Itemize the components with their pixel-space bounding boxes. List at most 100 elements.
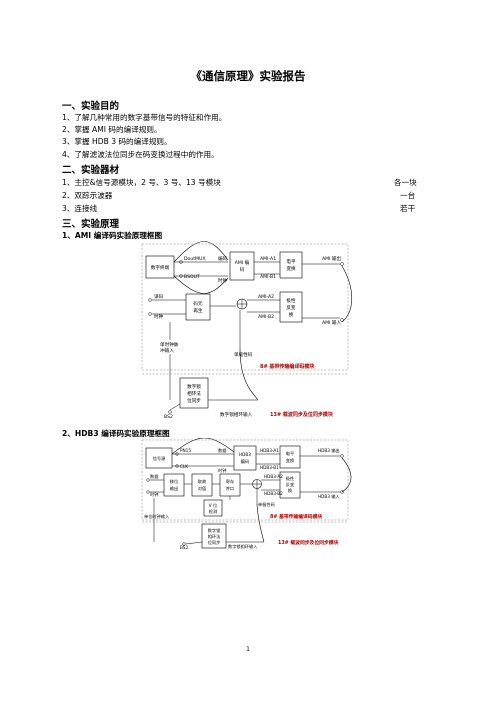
- clock2-label: 时钟: [150, 491, 158, 498]
- encode-label: 编码: [218, 255, 228, 262]
- hdb3-encoder-block: [233, 445, 257, 471]
- purpose-item: 3、掌握 HDB 3 码的编译规则。: [62, 137, 172, 146]
- shift-output-label: 输出: [170, 485, 178, 492]
- register-block: [219, 473, 241, 497]
- dpll-input-label: 数字锁相环输入: [228, 543, 258, 550]
- level-convert-label: 变换: [286, 265, 296, 272]
- dpll-label: 相环法: [187, 390, 201, 397]
- dpll-label: 位同步: [208, 539, 221, 546]
- ami-b2-label: AMI-B2: [258, 314, 274, 320]
- ami-b1-label: AMI-B1: [260, 274, 276, 280]
- register-label: 并口: [226, 485, 234, 492]
- purpose-item: 2、掌握 AMI 码的编译规则。: [62, 125, 162, 134]
- v-detect-label: V 位: [209, 502, 217, 508]
- level-convert-block: [279, 251, 303, 279]
- page-number: 1: [246, 646, 250, 653]
- ami-output-label: AMI 输出: [322, 255, 342, 262]
- polarity-inverse-block: [279, 291, 303, 323]
- level-convert-label: 电平: [286, 258, 296, 265]
- shift-output-block: [163, 473, 185, 497]
- polarity-label: 换: [289, 311, 294, 318]
- level-convert-label: 电平: [286, 450, 294, 457]
- dpll-label: 数字锁: [208, 527, 221, 534]
- ami-block-diagram: 数字终端 DoutMUX BSOUT 编码 时钟 AMI 编 码 AMI-A1 …: [141, 241, 353, 420]
- single-polarity-label: 单极性码: [258, 501, 275, 508]
- ami-a1-label: AMI-A1: [260, 256, 276, 262]
- polarity-label: 反变: [286, 304, 296, 311]
- hdb3-encoder-label: HDB3: [239, 452, 251, 457]
- ami-input-label: AMI 输入: [322, 319, 342, 326]
- figure-caption-ami: 1、AMI 编译码实验原理框图: [62, 231, 163, 240]
- hdb3-block-diagram: 信号源 PN15 CLK 数据 时钟 HDB3 编码 HDB3-A1 HDB3-…: [141, 438, 352, 550]
- module13-label: 13# 载波同步及位同步模块: [278, 539, 339, 546]
- pulse-input-label: 单位时钟输入: [144, 513, 170, 520]
- decode-data-label: 数据: [150, 473, 158, 480]
- clock-label: 时钟: [218, 277, 228, 284]
- ami-encoder-label: 码: [240, 266, 245, 273]
- level-convert-label: 变换: [286, 457, 295, 464]
- dpll-input-label: 数字锁相环输入: [220, 411, 253, 418]
- digital-terminal-label: 数字终端: [151, 264, 170, 271]
- pulse-input-label: 单时钟脉: [160, 341, 179, 348]
- dpll-block: [201, 523, 227, 549]
- digital-terminal-block: [145, 255, 175, 279]
- register-label: 寄存: [226, 478, 234, 485]
- shift-output-label: 移位: [170, 478, 178, 485]
- hdb3-b2-label: HDB3-B2: [264, 491, 283, 496]
- clock-label: 时钟: [218, 467, 226, 474]
- module13-label: 13# 载波同步及位同步模块: [270, 411, 334, 418]
- dpll-label: 相环法: [208, 533, 221, 540]
- fetch-value-label: 对值: [198, 485, 206, 492]
- hdb3-b1-label: HDB3-B1: [260, 465, 279, 470]
- equipment-qty: 一台: [400, 191, 416, 200]
- section-heading-equipment: 二、实验器材: [62, 165, 120, 176]
- module8-label: 8# 基带传输编译码模块: [270, 513, 322, 520]
- hdb3-a1-label: HDB3-A1: [260, 448, 279, 453]
- bs2-label: BS2: [164, 414, 173, 420]
- ami-encoder-label: AMI 编: [235, 259, 250, 266]
- hdb3-output-label: HDB3 输出: [318, 447, 340, 454]
- equipment-qty: 若干: [400, 204, 416, 213]
- equipment-item: 1、主控&信号源模块，2 号、3 号、13 号模块: [62, 178, 221, 187]
- equipment-qty: 各一块: [394, 178, 417, 187]
- dpll-block: [179, 377, 209, 409]
- bsout-label: BSOUT: [184, 274, 200, 280]
- pn15-label: PN15: [180, 448, 191, 453]
- dout-label: DoutMUX: [184, 256, 206, 262]
- code-regen-label: 再生: [193, 307, 203, 314]
- level-convert-block: [279, 445, 301, 469]
- polarity-label: 极性: [286, 475, 294, 482]
- module8-label: 8# 基带传输编译码模块: [260, 363, 315, 370]
- bs2-label: BS2: [180, 545, 188, 550]
- hdb3-input-label: HDB3 输入: [318, 493, 340, 500]
- polarity-label: 换: [288, 487, 293, 494]
- code-regen-block: [185, 293, 211, 321]
- signal-source-label: 信号源: [153, 455, 166, 462]
- section-heading-principle: 三、实验原理: [62, 219, 120, 230]
- purpose-item: 1、了解几种常用的数字基带信号的特征和作用。: [62, 113, 227, 122]
- dpll-label: 位同步: [187, 397, 201, 404]
- ami-a2-label: AMI-A2: [258, 294, 274, 300]
- code-regen-label: 码元: [193, 300, 203, 307]
- polarity-label: 极性: [286, 297, 296, 304]
- data-label: 数据: [218, 447, 226, 454]
- equipment-item: 2、双踪示波器: [62, 191, 113, 200]
- clk-label: CLK: [180, 464, 188, 469]
- equipment-item: 3、连接线: [62, 204, 98, 213]
- figure-caption-hdb3: 2、HDB3 编译码实验原理框图: [62, 429, 170, 438]
- pulse-input-label: 冲输入: [160, 347, 174, 354]
- ami-encoder-block: [229, 251, 255, 281]
- v-detect-label: 检测: [209, 508, 217, 515]
- hdb3-encoder-label: 编码: [241, 458, 249, 465]
- signal-source-block: [145, 447, 173, 469]
- fetch-value-block: [191, 473, 213, 497]
- polarity-inverse-block: [279, 471, 301, 499]
- section-heading-purpose: 一、实验目的: [62, 101, 120, 112]
- fetch-value-label: 取故: [198, 478, 207, 485]
- hdb3-a2-label: HDB3-A2: [264, 474, 283, 479]
- polarity-label: 反变: [286, 481, 294, 488]
- report-title: 《通信原理》实验报告: [190, 69, 306, 83]
- clock2-label: 时钟: [154, 313, 164, 320]
- dpll-label: 数字锁: [187, 383, 201, 390]
- single-polarity-label: 单极性码: [234, 351, 253, 358]
